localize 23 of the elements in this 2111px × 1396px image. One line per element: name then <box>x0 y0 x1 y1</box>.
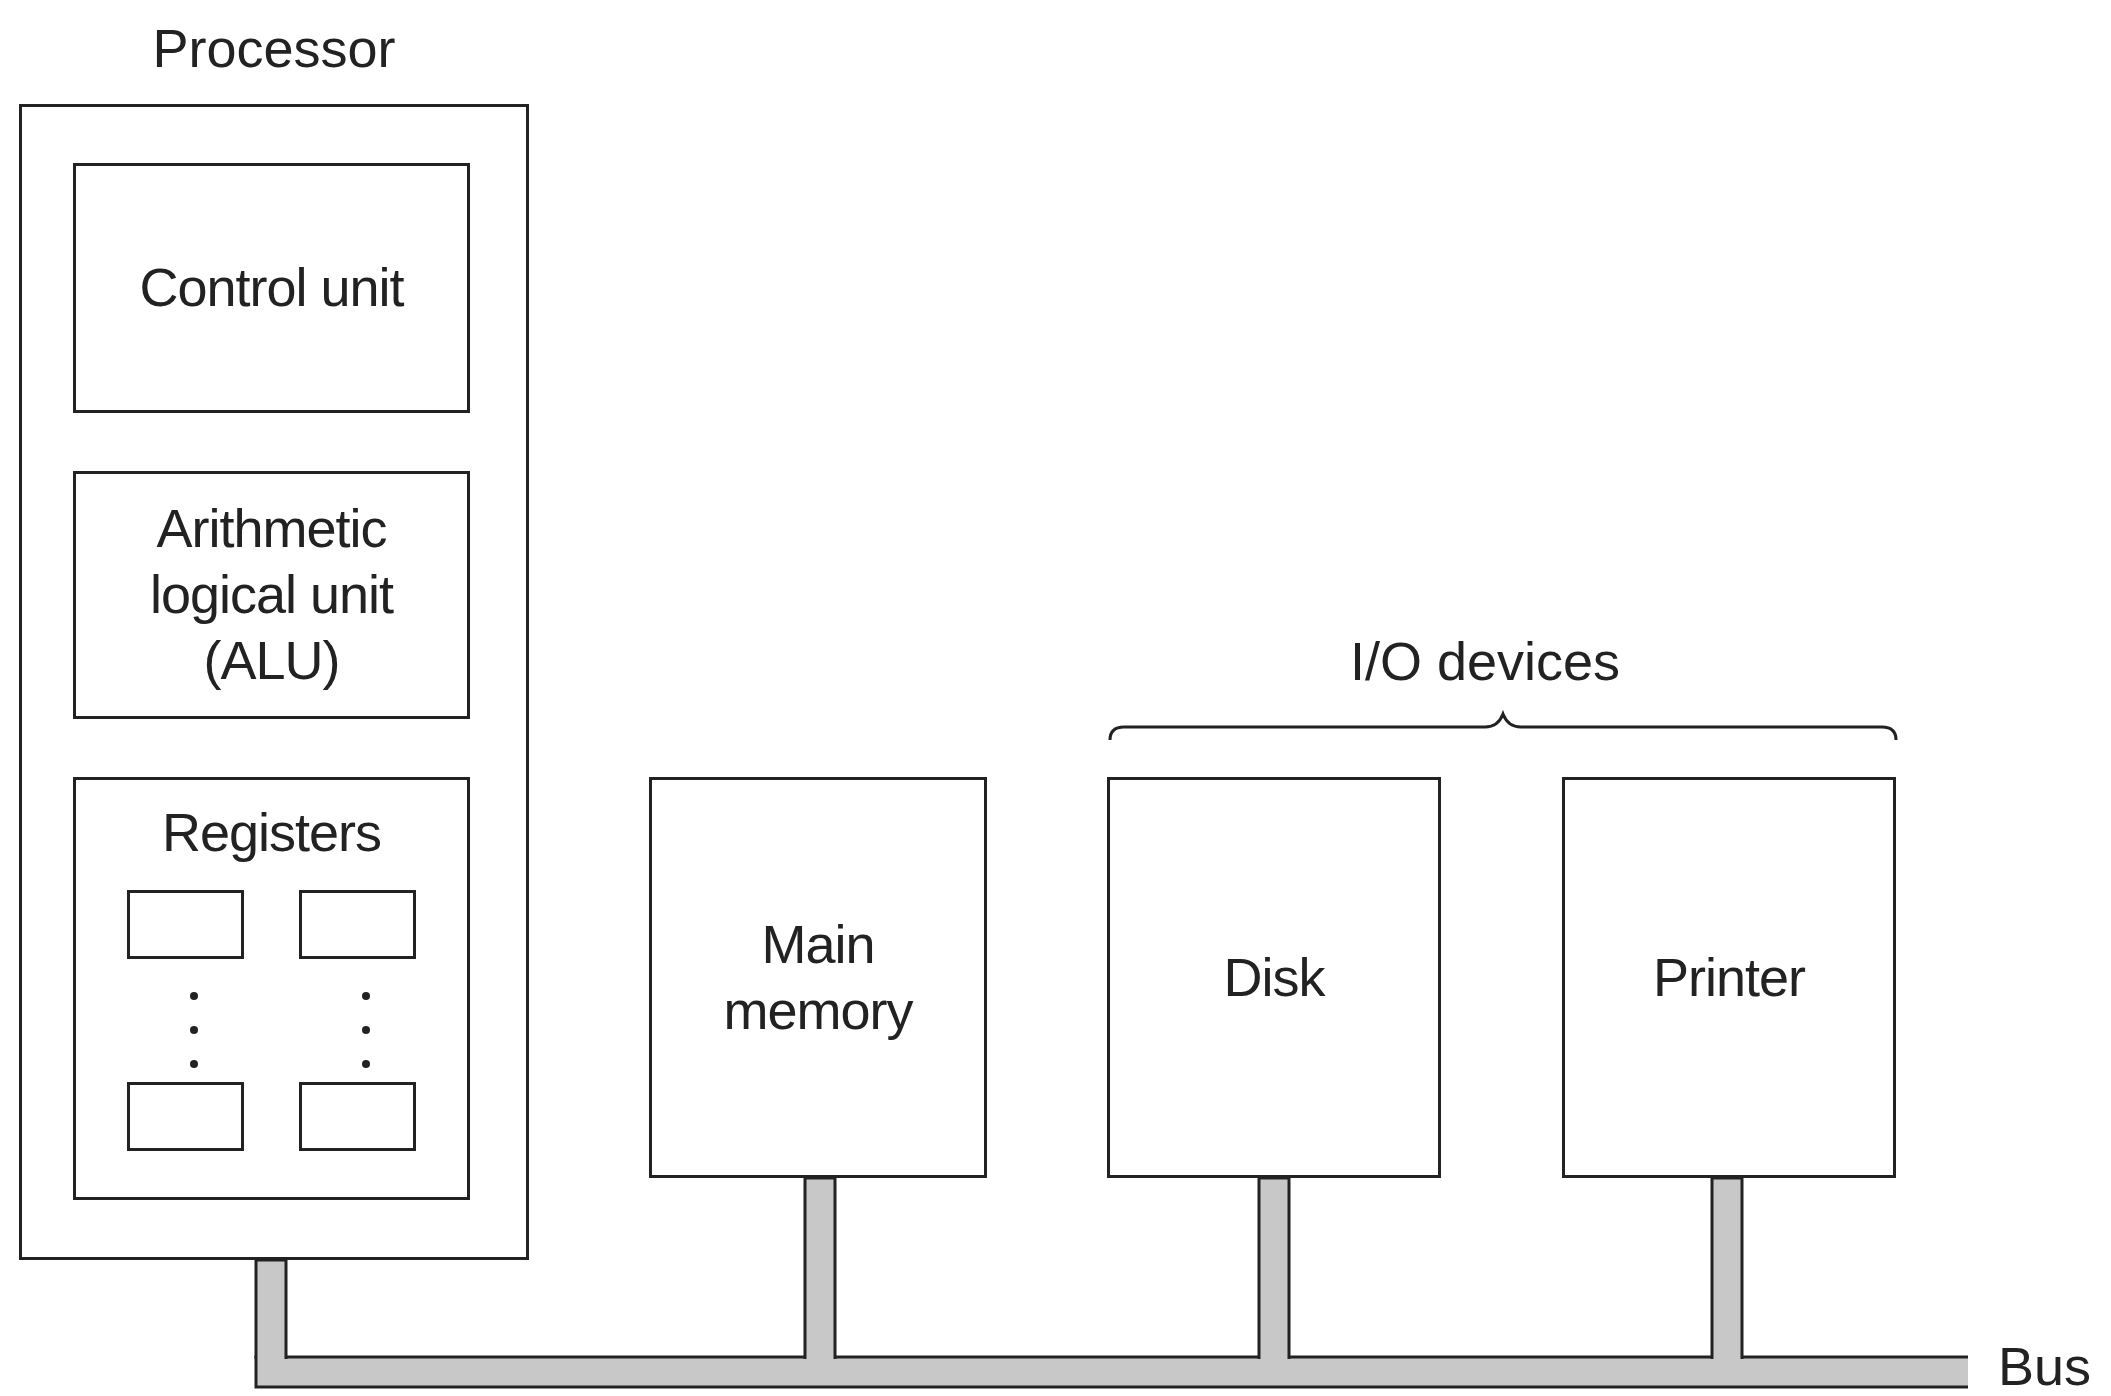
bus-connector <box>254 1258 288 1361</box>
group-label: I/O devices <box>1350 630 1621 692</box>
unit-box <box>73 163 470 413</box>
node-label: Main memory <box>722 912 914 1042</box>
node-label: Arithmetic logical unit (ALU) <box>148 497 395 692</box>
node-label: Printer <box>1652 945 1805 1009</box>
unit-box <box>649 777 987 1178</box>
register-box <box>299 1082 416 1151</box>
unit-box <box>73 471 470 719</box>
bus-connector <box>803 1176 837 1361</box>
node-heading: Processor <box>151 17 397 79</box>
register-box <box>127 1082 244 1151</box>
bus-connector <box>1257 1176 1291 1361</box>
register-box <box>127 890 244 959</box>
node-label: Registers <box>161 801 382 864</box>
unit-box <box>1562 777 1896 1178</box>
node-label: Control unit <box>139 256 404 320</box>
register-box <box>299 890 416 959</box>
bus-label: Bus <box>1998 1335 2092 1396</box>
node-label: Disk <box>1223 945 1325 1009</box>
bus-connector <box>1710 1176 1744 1361</box>
component-box <box>73 777 470 1200</box>
unit-box <box>1107 777 1441 1178</box>
